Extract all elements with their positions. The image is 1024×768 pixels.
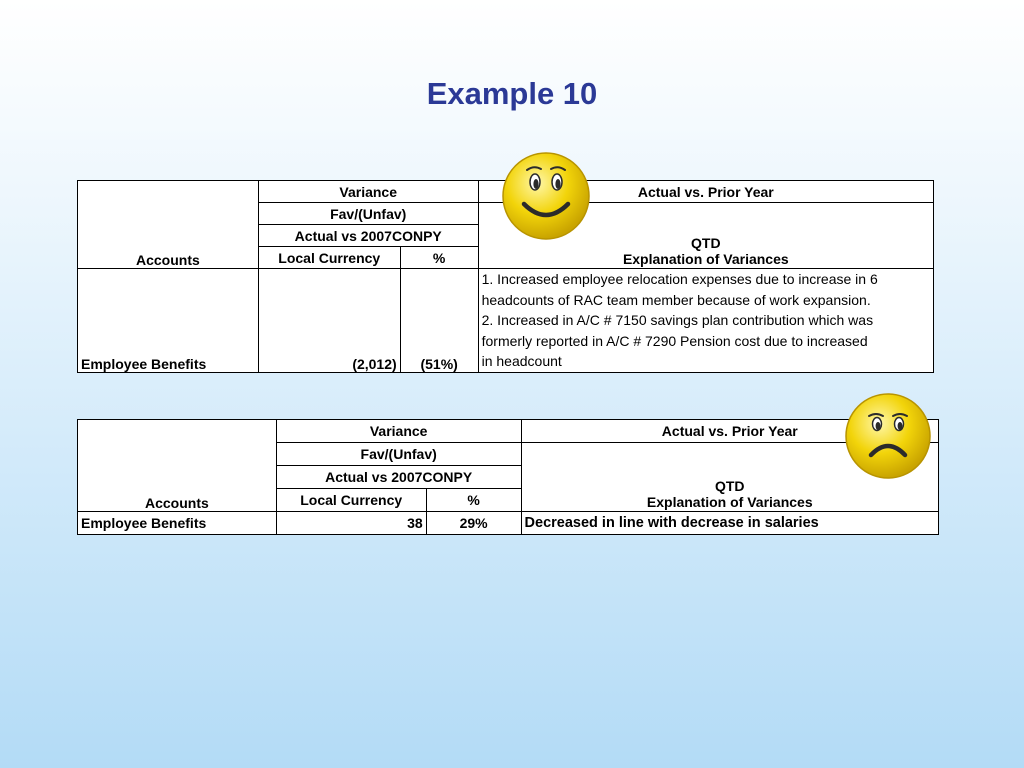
explanation-line: in headcount [481, 353, 562, 369]
actual-vs-conpy-header: Actual vs 2007CONPY [257, 224, 479, 247]
accounts-header: Accounts [77, 180, 259, 269]
fav-unfav-header: Fav/(Unfav) [275, 442, 522, 466]
frowning-face-icon [845, 393, 931, 479]
account-name: Employee Benefits [77, 268, 259, 373]
explanation-line: 1. Increased employee relocation expense… [481, 271, 878, 287]
account-name: Employee Benefits [77, 511, 277, 535]
percent-header: % [399, 246, 479, 269]
percent-header: % [425, 488, 522, 512]
fav-unfav-header: Fav/(Unfav) [257, 202, 479, 225]
local-currency-header: Local Currency [257, 246, 401, 269]
explanation-line: formerly reported in A/C # 7290 Pension … [481, 332, 868, 349]
slide-title: Example 10 [426, 76, 598, 111]
explanation-text: 1. Increased employee relocation expense… [477, 268, 935, 373]
explanation-label: Explanation of Variances [622, 251, 789, 267]
explanation-line: headcounts of RAC team member because of… [481, 291, 871, 308]
percent-value: (51%) [399, 268, 479, 373]
explanation-line: 2. Increased in A/C # 7150 savings plan … [481, 312, 874, 328]
accounts-header: Accounts [77, 419, 277, 512]
local-currency-value: (2,012) [257, 268, 401, 373]
qtd-label: QTD [714, 478, 745, 494]
qtd-label: QTD [691, 235, 721, 251]
local-currency-value: 38 [275, 511, 427, 535]
smiley-face-icon [502, 152, 590, 240]
percent-value: 29% [425, 511, 522, 535]
actual-vs-conpy-header: Actual vs 2007CONPY [275, 465, 522, 489]
variance-header: Variance [257, 180, 479, 203]
local-currency-header: Local Currency [275, 488, 427, 512]
explanation-text: Decreased in line with decrease in salar… [520, 511, 940, 535]
explanation-label: Explanation of Variances [646, 494, 813, 510]
variance-header: Variance [275, 419, 522, 443]
variance-table-2: Accounts Variance Actual vs. Prior Year … [77, 419, 940, 535]
